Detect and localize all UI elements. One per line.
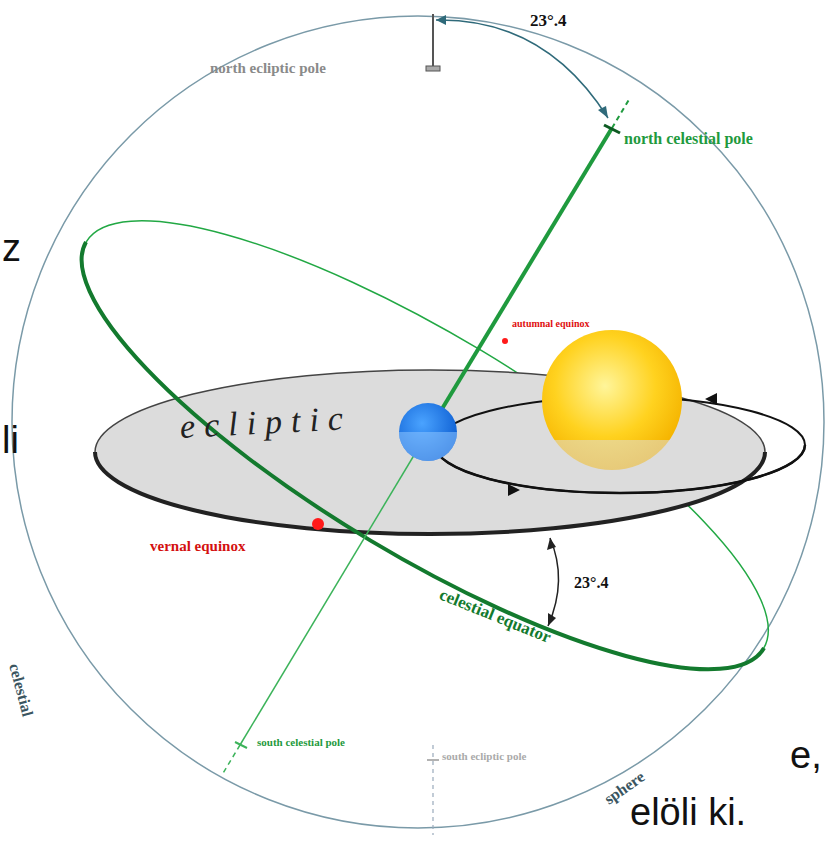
arrow-head [436, 15, 446, 25]
equinox-point [502, 338, 508, 344]
ecliptic-axis [432, 745, 433, 835]
earth-lower-half [399, 432, 457, 461]
angle-arc [436, 20, 608, 118]
equinox-point [312, 518, 324, 530]
pole-tick [235, 742, 247, 748]
polar-axis-south [240, 432, 428, 745]
arrow-head [548, 613, 556, 626]
pole-label: south ecliptic pole [442, 750, 526, 762]
circle-label: celestial equator [436, 586, 553, 648]
celestial-equator-front [82, 242, 764, 669]
pole-label: north ecliptic pole [210, 60, 326, 77]
pole-tick [427, 759, 439, 761]
polar-axis-south [222, 745, 240, 775]
pole-label: south celestial pole [255, 736, 347, 748]
arrow-head [598, 106, 608, 118]
celestial-equator-back [30, 147, 820, 742]
slide-text: z [2, 228, 21, 270]
sphere-outline [12, 16, 824, 828]
orbit-arrow [705, 393, 717, 405]
angle-value: 23°.4 [530, 12, 567, 31]
sphere-label: celestial [6, 662, 37, 719]
ecliptic-pole-marker [432, 14, 434, 66]
polar-axis-north [612, 98, 630, 128]
equinox-label: autumnal equinox [512, 318, 590, 329]
angle-arc [548, 538, 559, 626]
slide-text: li [2, 420, 19, 462]
ecliptic-pole-marker [426, 66, 440, 71]
ecliptic-rim [95, 452, 765, 534]
slide-text: e, [790, 735, 822, 777]
slide-text: elöli ki. [630, 792, 746, 834]
pole-tick [604, 125, 620, 133]
arrow-head [547, 538, 556, 550]
earth-orbit-front [435, 445, 805, 493]
angle-value: 23°.4 [574, 574, 608, 592]
earth [399, 403, 457, 461]
sun [542, 330, 682, 470]
equinox-label: vernal equinox [150, 538, 245, 555]
orbit-arrow [508, 484, 520, 496]
polar-axis-north [428, 128, 612, 432]
pole-label: north celestial pole [624, 130, 753, 148]
